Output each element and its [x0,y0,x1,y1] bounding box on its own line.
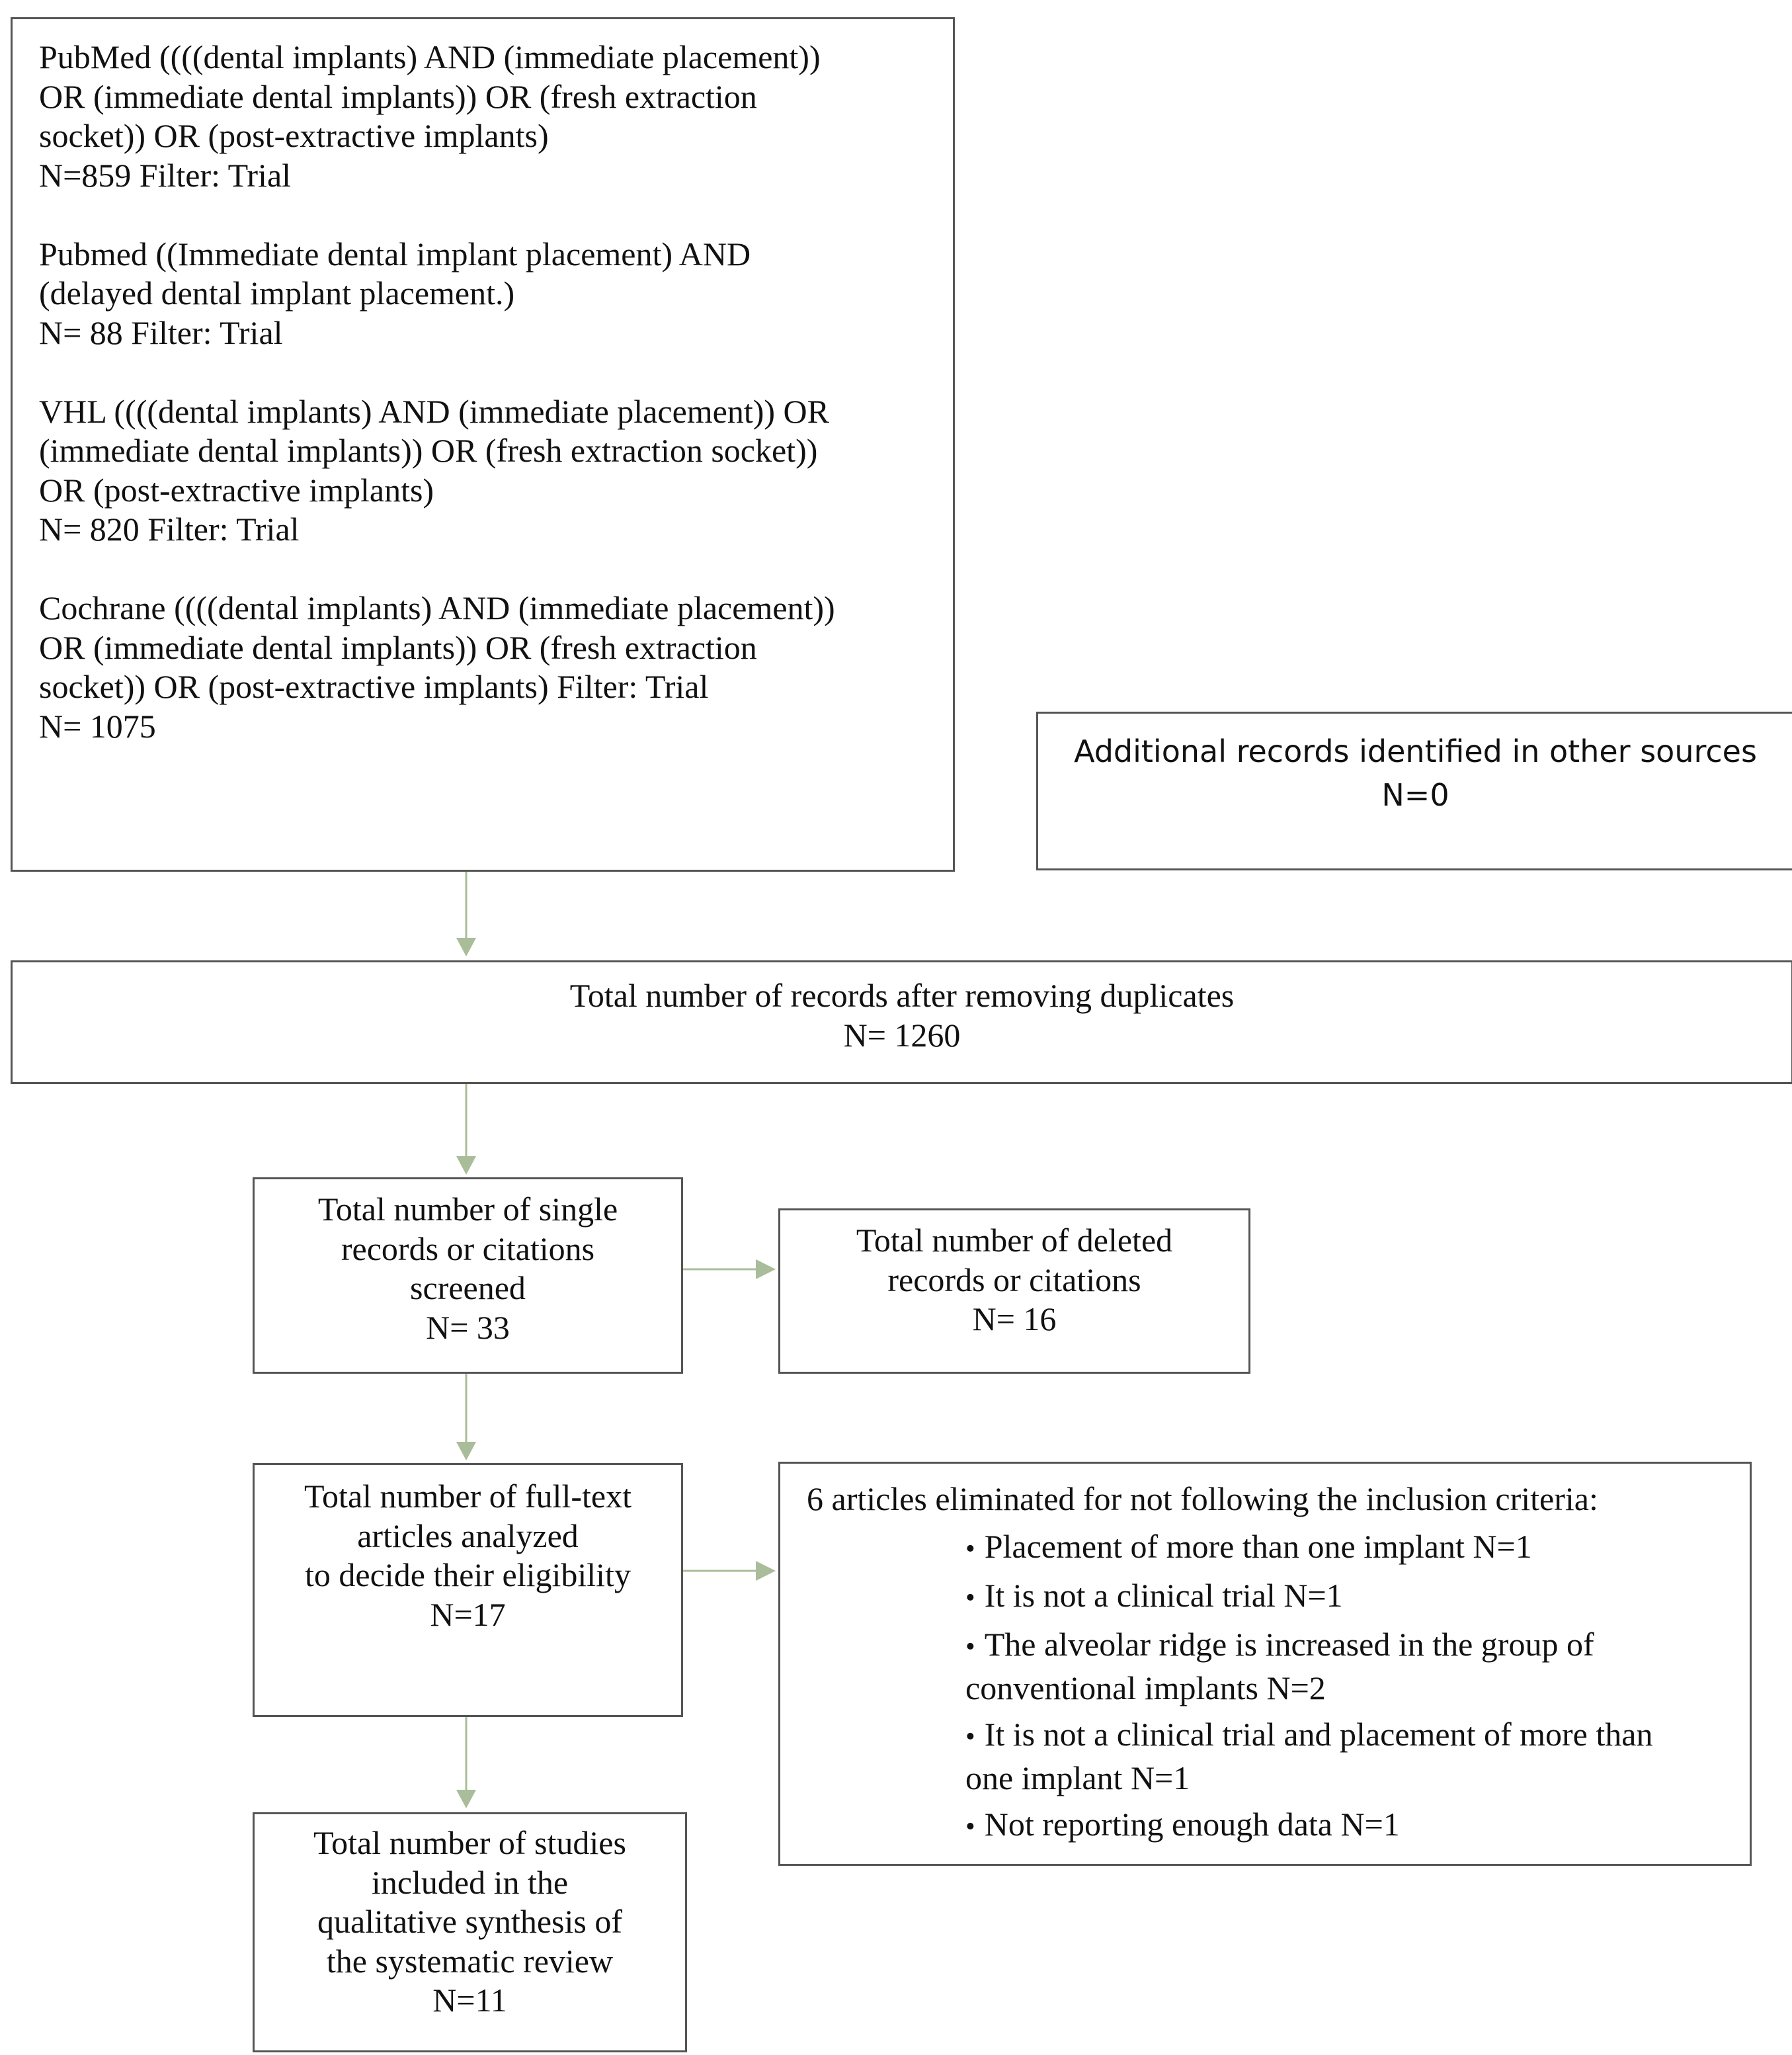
exclusion-item: • The alveolar ridge is increased in the … [965,1624,1750,1708]
fulltext-line: articles analyzed [357,1517,579,1554]
search-count: N= 1075 [39,707,156,745]
arrow-fulltext-to-included [456,1717,476,1808]
included-line: the systematic review [326,1942,614,1980]
exclusion-item: • It is not a clinical trial and placemen… [965,1714,1750,1798]
search-line: OR (immediate dental implants)) OR (fres… [39,77,757,115]
exclusion-text: Placement of more than one implant N=1 [984,1528,1532,1565]
search-cochrane: Cochrane ((((dental implants) AND (immed… [39,589,926,746]
included-studies-box: Total number of studies included in the … [253,1812,687,2052]
fulltext-line: to decide their eligibility [305,1556,631,1593]
exclusion-item: • Not reporting enough data N=1 [965,1804,1750,1847]
search-count: N= 88 Filter: Trial [39,314,283,351]
deleted-records-box: Total number of deleted records or citat… [778,1208,1250,1374]
bullet-icon: • [965,1534,975,1564]
search-line: (delayed dental implant placement.) [39,274,515,312]
screened-line: records or citations [341,1230,595,1267]
arrow-fulltext-to-excluded [683,1561,776,1581]
search-pubmed-2: Pubmed ((Immediate dental implant placem… [39,235,926,353]
search-line: VHL ((((dental implants) AND (immediate … [39,392,829,430]
dedup-count: N= 1260 [843,1017,961,1054]
deleted-line: Total number of deleted [856,1222,1173,1259]
exclusion-text: It is not a clinical trial and placement… [984,1716,1653,1753]
search-count: N=859 Filter: Trial [39,156,292,194]
arrow-screened-to-deleted [683,1259,776,1279]
fulltext-articles-box: Total number of full-text articles analy… [253,1463,683,1717]
search-line: OR (immediate dental implants)) OR (fres… [39,628,757,666]
search-line: Cochrane ((((dental implants) AND (immed… [39,589,835,626]
screened-records-box: Total number of single records or citati… [253,1177,683,1374]
included-line: included in the [371,1863,569,1901]
search-line: OR (post-extractive implants) [39,471,434,509]
search-strategy-box: PubMed ((((dental implants) AND (immedia… [11,17,955,872]
search-count: N= 820 Filter: Trial [39,511,300,548]
exclusion-item: • Placement of more than one implant N=1 [965,1526,1750,1570]
exclusion-text: The alveolar ridge is increased in the g… [984,1626,1594,1663]
search-pubmed-1: PubMed ((((dental implants) AND (immedia… [39,38,926,195]
screened-count: N= 33 [426,1308,510,1346]
exclusion-list: •Placement of more than one implant N=1 … [807,1526,1750,1847]
search-line: Pubmed ((Immediate dental implant placem… [39,235,751,273]
exclusion-text: Not reporting enough data N=1 [984,1806,1400,1843]
excluded-articles-box: 6 articles eliminated for not following … [778,1462,1752,1866]
search-vhl: VHL ((((dental implants) AND (immediate … [39,392,926,550]
additional-records-box: Additional records identified in other s… [1036,712,1792,870]
dedup-label: Total number of records after removing d… [569,977,1235,1014]
deleted-line: records or citations [887,1261,1141,1298]
bullet-icon: • [965,1722,975,1752]
exclusion-text: one implant N=1 [965,1759,1190,1796]
search-line: socket)) OR (post-extractive implants) [39,117,549,154]
screened-line: Total number of single [317,1191,618,1228]
search-line: (immediate dental implants)) OR (fresh e… [39,432,818,469]
fulltext-count: N=17 [430,1595,506,1633]
fulltext-line: Total number of full-text [304,1478,631,1515]
arrow-dedup-to-screened [456,1084,476,1175]
arrow-screened-to-fulltext [456,1374,476,1460]
exclusion-item: • It is not a clinical trial N=1 [965,1575,1750,1618]
additional-records-count: N=0 [1381,777,1449,813]
search-line: PubMed ((((dental implants) AND (immedia… [39,38,821,75]
included-line: Total number of studies [313,1824,626,1861]
exclusion-text: It is not a clinical trial N=1 [984,1577,1343,1614]
bullet-icon: • [965,1583,975,1613]
exclusion-text: conventional implants N=2 [965,1669,1326,1706]
screened-line: screened [410,1269,526,1306]
bullet-icon: • [965,1812,975,1842]
search-line: socket)) OR (post-extractive implants) F… [39,668,709,705]
deleted-count: N= 16 [972,1300,1057,1337]
dedup-records-box: Total number of records after removing d… [11,960,1792,1084]
additional-records-label: Additional records identified in other s… [1074,734,1757,769]
included-line: qualitative synthesis of [317,1903,623,1940]
included-count: N=11 [432,1982,507,2019]
arrow-search-to-dedup [456,872,476,956]
excluded-heading: 6 articles eliminated for not following … [807,1480,1598,1517]
bullet-icon: • [965,1632,975,1662]
